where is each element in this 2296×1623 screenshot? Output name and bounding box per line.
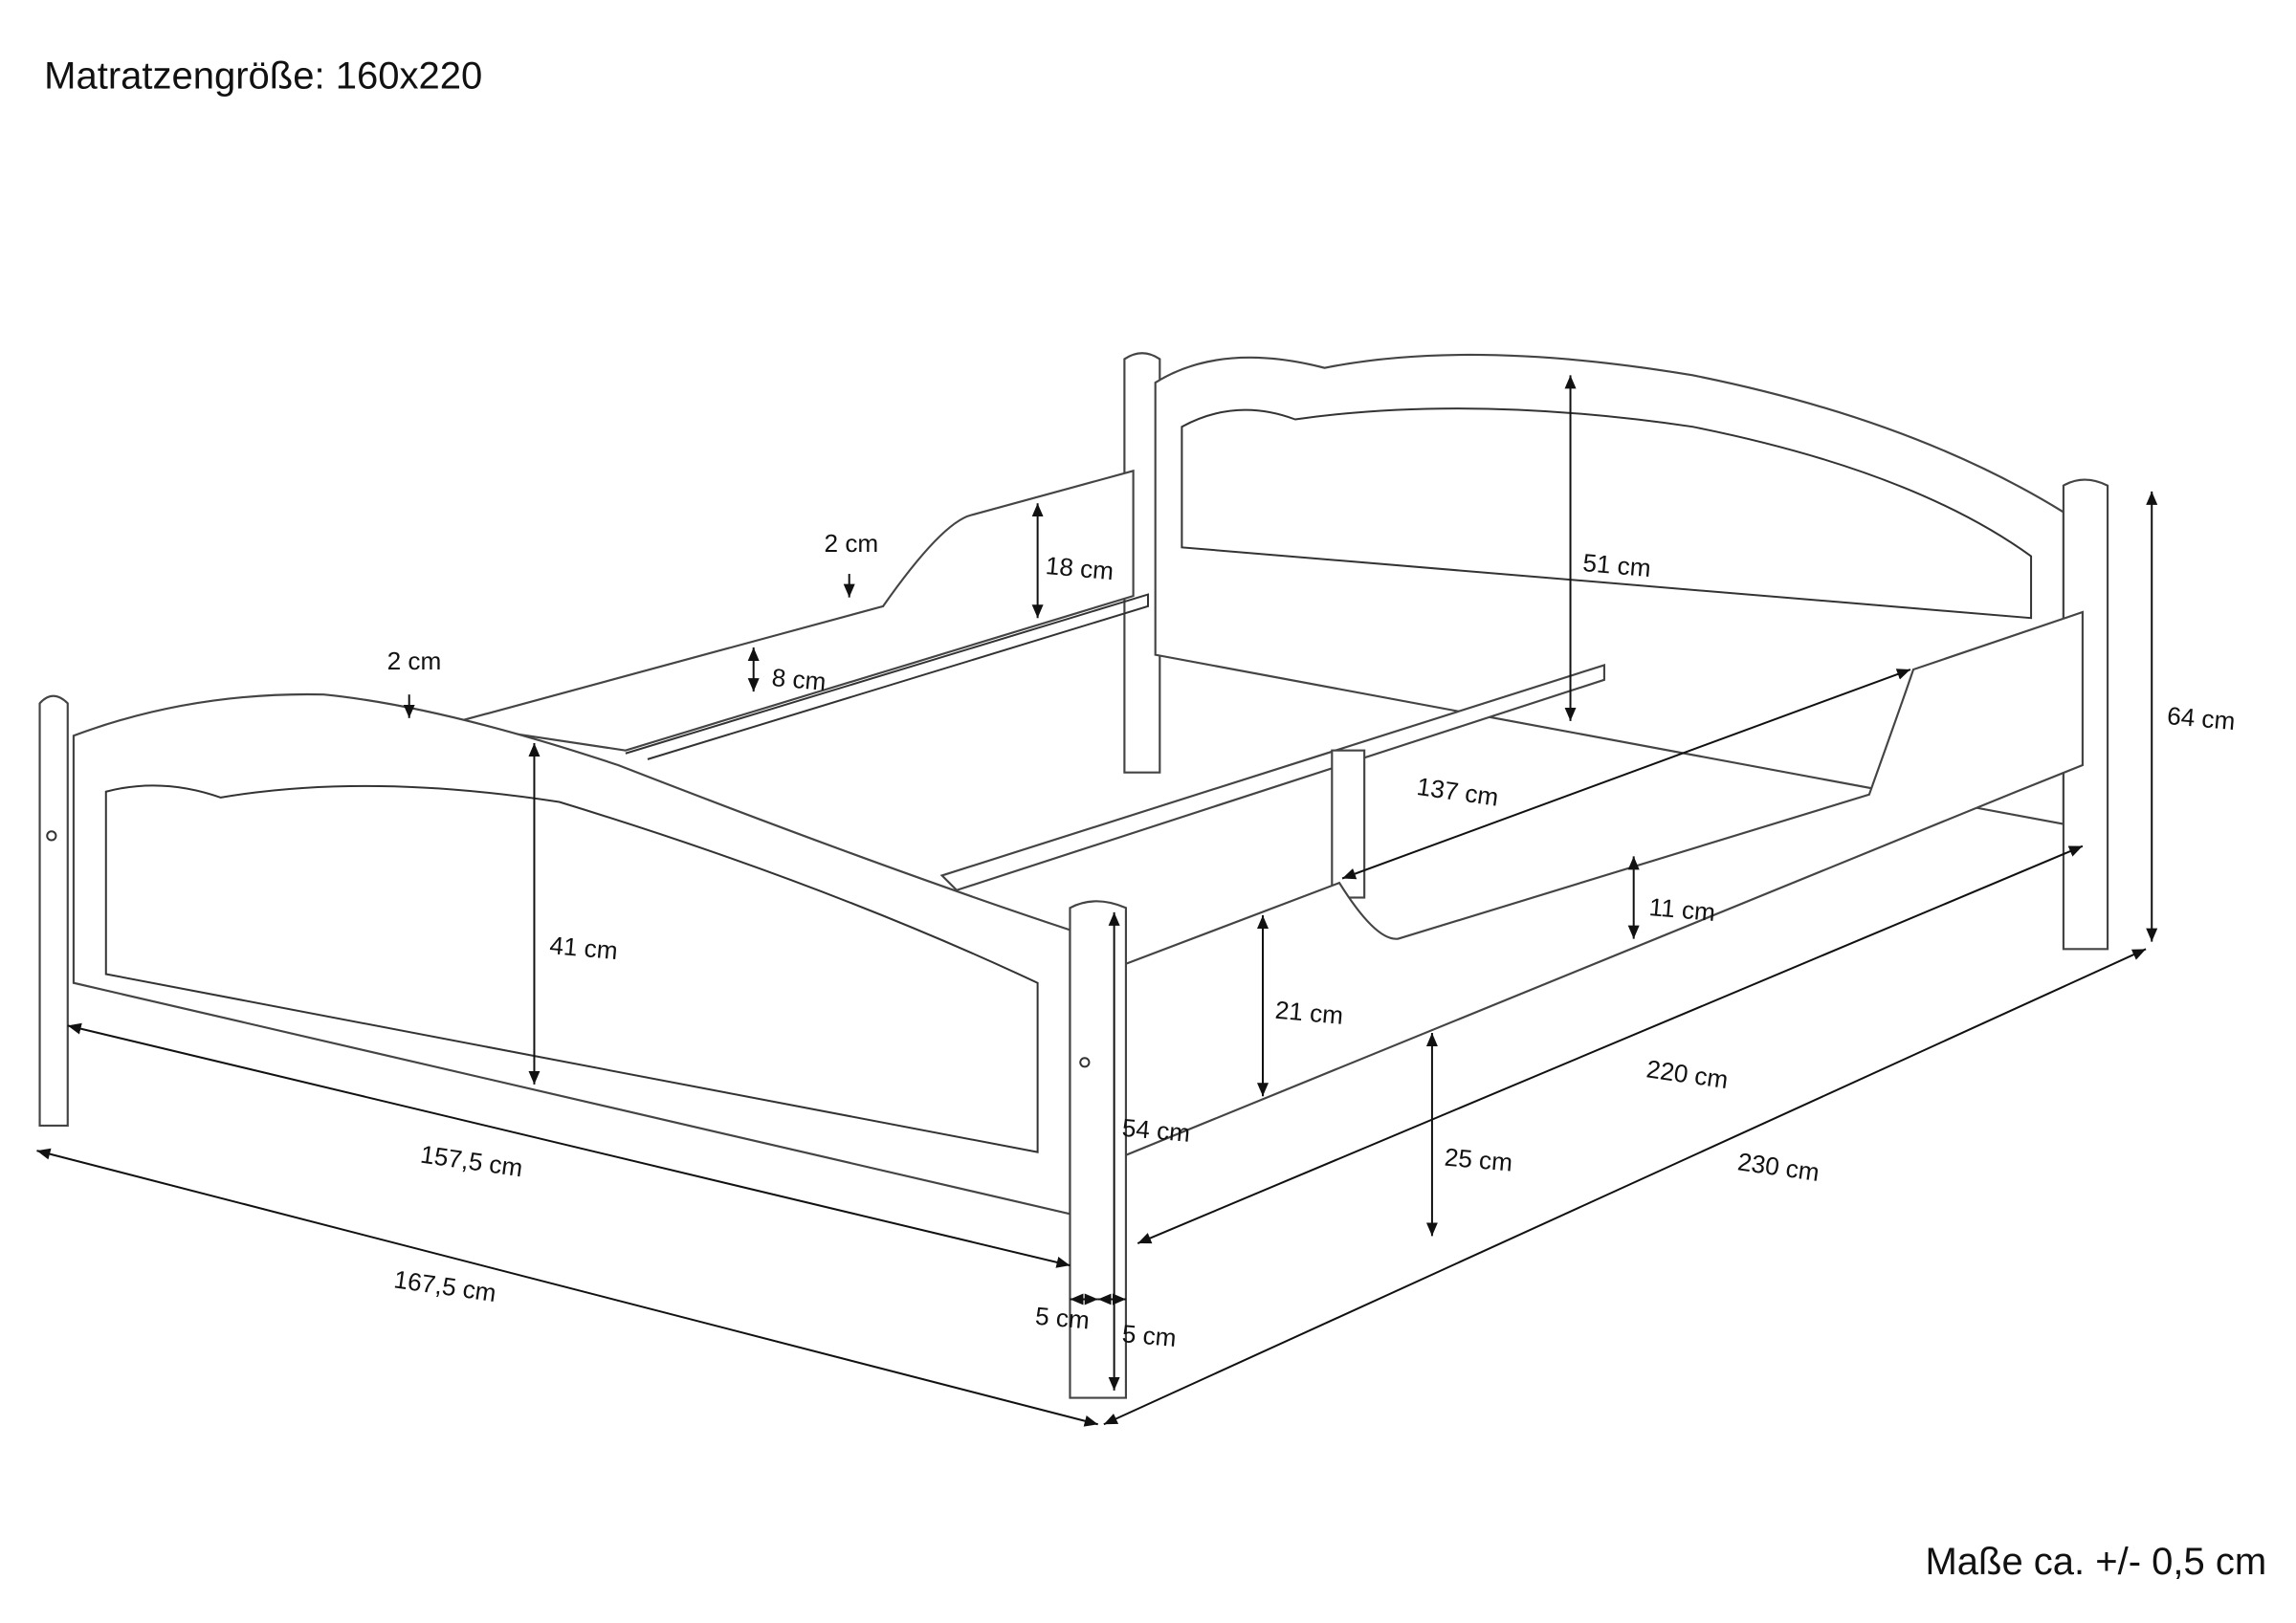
dim-label-top-rail: 2 cm [825,529,879,558]
dim-label-inner-footboard-width: 157,5 cm [419,1140,525,1183]
dim-label-rail-cut: 11 cm [1648,892,1717,927]
dim-label-inner-length: 220 cm [1645,1054,1730,1094]
center-slat-bar [939,663,1606,892]
headboard-right-post [2062,478,2109,951]
dim-label-clearance: 25 cm [1444,1143,1514,1177]
dim-label-left-rail: 2 cm [387,647,442,675]
dim-label-outer-width: 167,5 cm [392,1264,498,1307]
dim-label-overall-height: 64 cm [2166,701,2237,735]
footboard-left-post [38,694,69,1128]
dim-label-inner-width: 137 cm [1415,772,1500,812]
dim-label-post-width-b: 5 cm [1121,1319,1178,1352]
dimension-lines [36,375,2158,1427]
dim-label-post-width-a: 5 cm [1034,1302,1091,1335]
headboard [1123,352,2109,951]
headboard-left-post [1123,352,1161,774]
dim-label-footboard: 41 cm [548,931,619,965]
dim-label-rail-height: 21 cm [1274,996,1345,1030]
dim-label-post-height: 54 cm [1121,1113,1192,1148]
dim-label-outer-length: 230 cm [1736,1147,1821,1187]
dim-label-side-cut: 18 cm [1045,551,1115,585]
left-side-rail [448,469,1135,752]
tolerance-note: Maße ca. +/- 0,5 cm [1925,1541,2266,1583]
mattress-size-title: Matratzengröße: 160x220 [44,55,482,97]
dim-label-headboard: 51 cm [1581,548,1652,582]
dim-label-slat-ledge: 8 cm [771,663,828,696]
